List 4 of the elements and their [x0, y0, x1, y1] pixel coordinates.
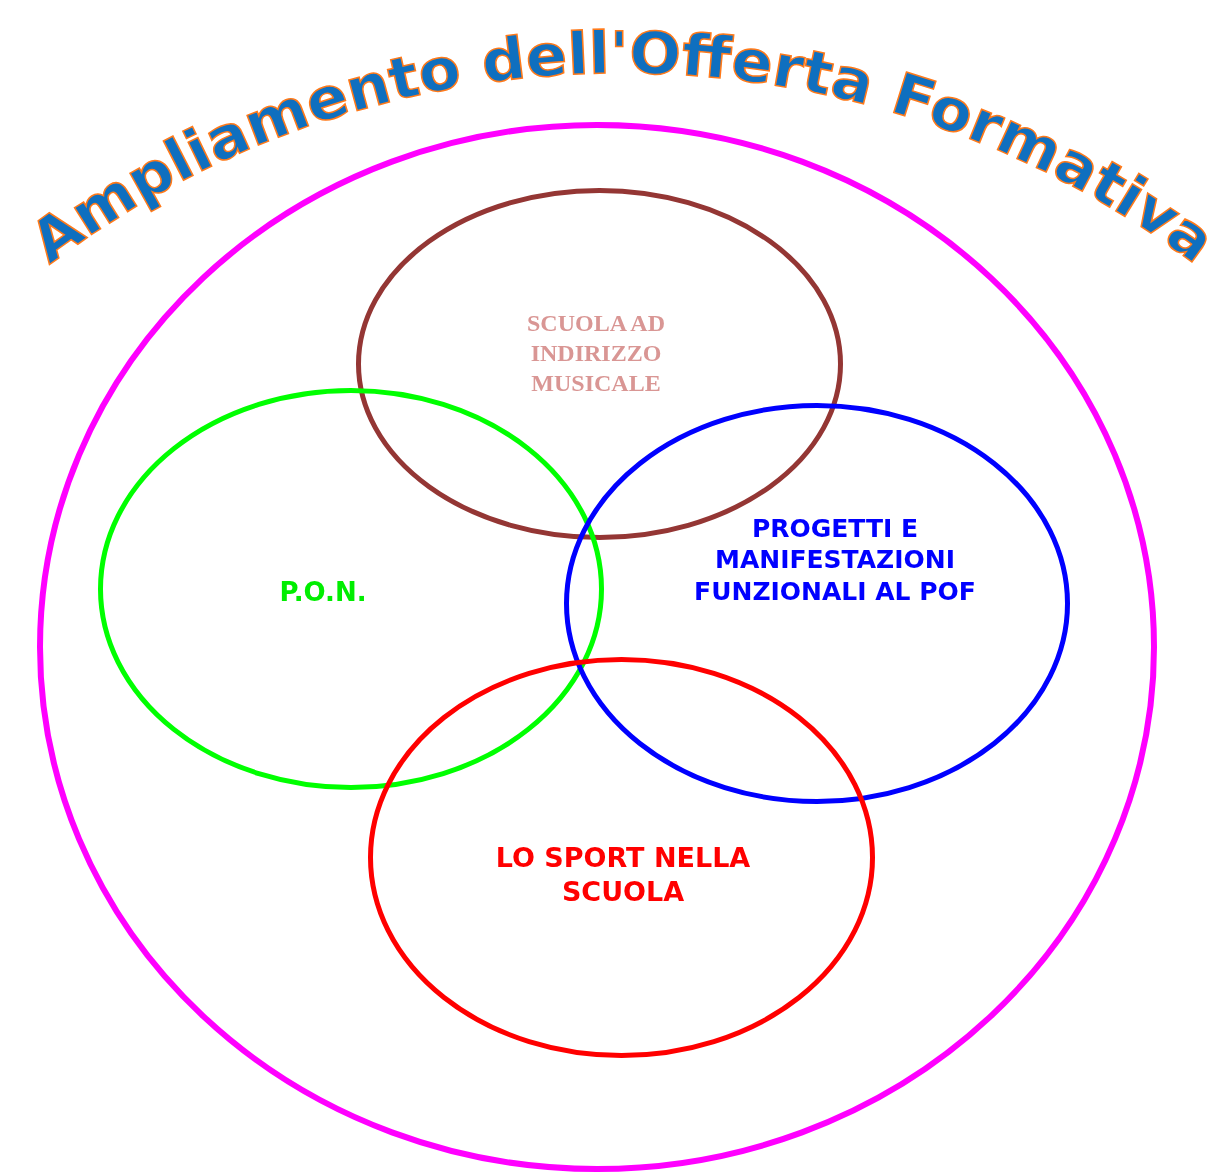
set-label: SCUOLA AD INDIRIZZO MUSICALE [525, 309, 666, 398]
set-label: P.O.N. [278, 576, 368, 609]
set-label: PROGETTI E MANIFESTAZIONI FUNZIONALI AL POF [693, 513, 977, 607]
set-label: LO SPORT NELLA SCUOLA [494, 841, 752, 909]
